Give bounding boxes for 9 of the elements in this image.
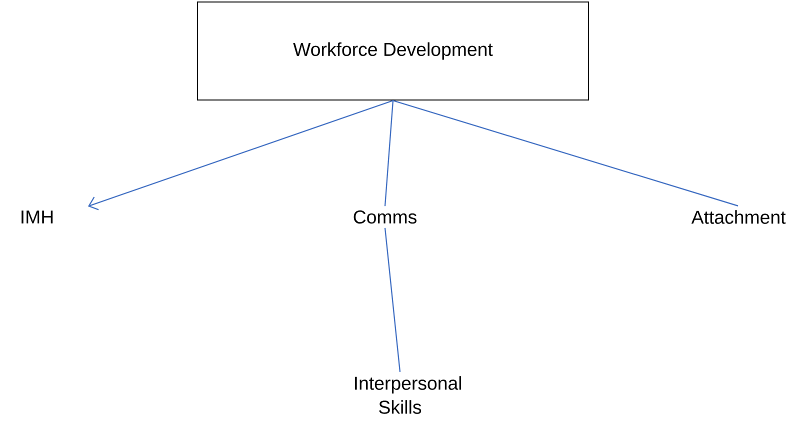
connector-line xyxy=(384,100,394,206)
node-label: Interpersonal Skills xyxy=(355,376,462,414)
title-box: Workforce Development xyxy=(196,1,590,101)
connector-line xyxy=(88,100,394,210)
node-label: IMH xyxy=(22,210,53,224)
connector-line xyxy=(384,228,401,372)
node-label: Attachment xyxy=(691,210,786,224)
connector-line xyxy=(392,100,738,206)
node-label: Comms xyxy=(354,210,416,224)
